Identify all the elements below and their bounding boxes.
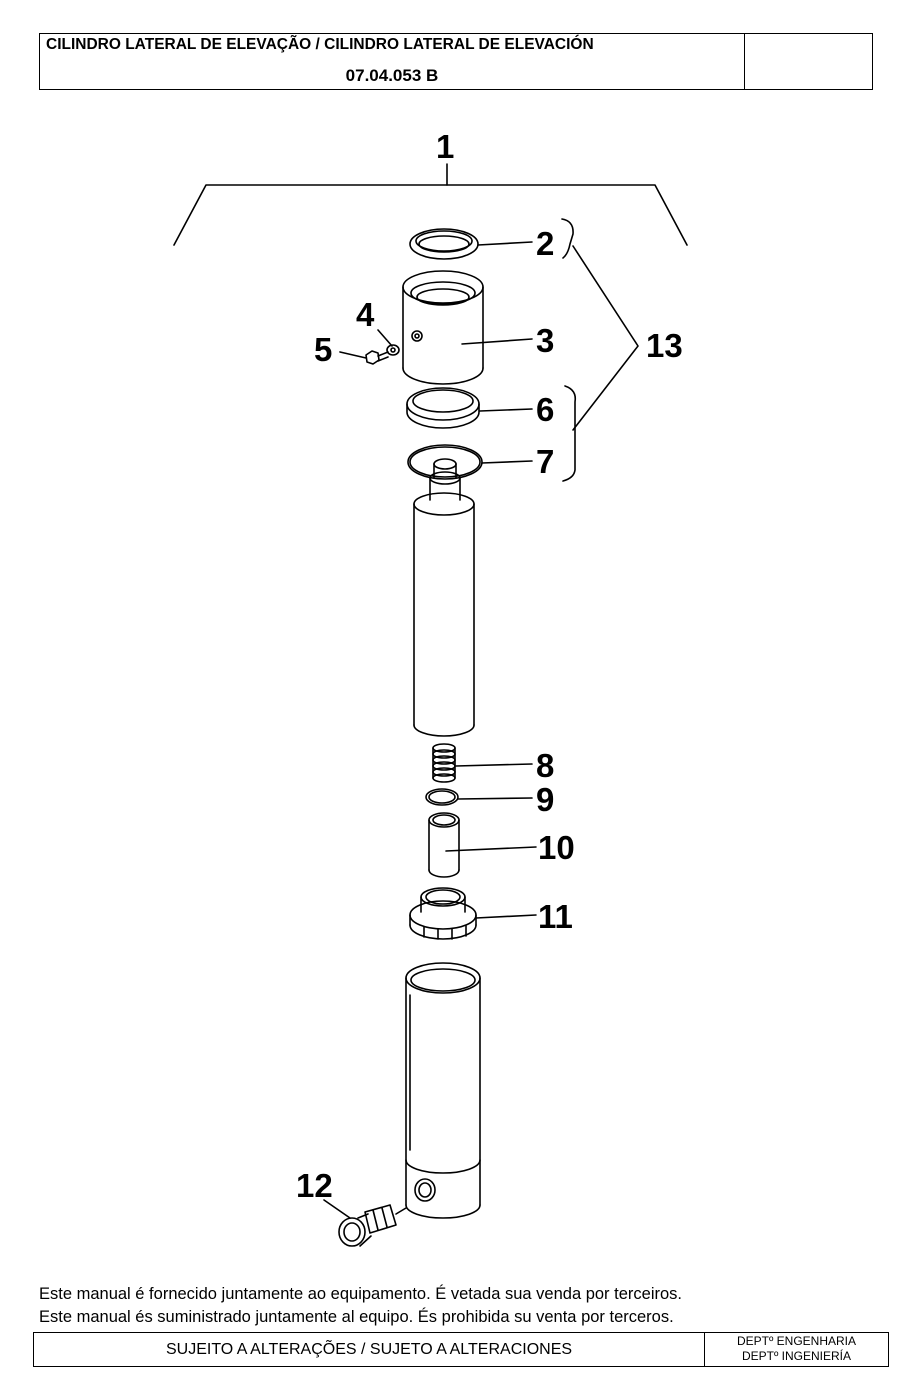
cylinder-barrel [405,962,481,1219]
callout-11: 11 [538,898,573,935]
callout-10: 10 [538,829,575,866]
footer-subject-to-change: SUJEITO A ALTERAÇÕES / SUJETO A ALTERACI… [165,1341,573,1358]
footer-main-cell: SUJEITO A ALTERAÇÕES / SUJETO A ALTERACI… [34,1333,705,1366]
notice-line-portuguese: Este manual é fornecido juntamente ao eq… [39,1285,682,1303]
part-11-lock-nut [409,887,477,940]
part-7-o-ring [407,444,483,480]
part-12-hydraulic-fitting [338,1204,407,1247]
assembly-bracket [173,163,688,246]
part-3-gland-head [402,270,484,385]
title-block-main: CILINDRO LATERAL DE ELEVAÇÃO / CILINDRO … [40,34,745,89]
part-10-sleeve [428,812,460,878]
document-title: CILINDRO LATERAL DE ELEVAÇÃO / CILINDRO … [46,36,594,53]
cylinder-rod [413,458,475,737]
callout-3: 3 [536,322,554,359]
title-block: CILINDRO LATERAL DE ELEVAÇÃO / CILINDRO … [39,33,873,90]
part-8-spring [432,743,456,783]
callout-8: 8 [536,747,554,784]
footer-department-cell: DEPTº ENGENHARIA DEPTº INGENIERÍA [705,1333,888,1367]
callout-12: 12 [296,1167,333,1204]
part-5-bleed-screw [365,350,389,365]
notice-line-spanish: Este manual és suministrado juntamente a… [39,1308,674,1326]
footer-department-es: DEPTº INGENIERÍA [741,1349,852,1363]
callout-4: 4 [356,296,375,333]
exploded-view-drawing: 1 2 3 4 5 6 7 8 9 10 11 12 13 [173,128,688,1247]
callout-6: 6 [536,391,554,428]
part-6-wiper-ring [406,387,480,429]
document-code: 07.04.053 B [345,66,439,85]
callout-7: 7 [536,443,554,480]
callout-leaders [323,218,639,1219]
footer-department-pt: DEPTº ENGENHARIA [736,1334,857,1348]
callout-13: 13 [646,327,683,364]
callout-9: 9 [536,781,554,818]
callout-1: 1 [436,128,454,165]
callout-2: 2 [536,225,554,262]
footer-block: SUJEITO A ALTERAÇÕES / SUJETO A ALTERACI… [33,1332,889,1367]
callout-numbers: 1 2 3 4 5 6 7 8 9 10 11 12 13 [296,128,683,1204]
part-9-small-o-ring [425,788,459,806]
callout-5: 5 [314,331,332,368]
part-4-washer [386,344,400,356]
part-2-seal-ring [409,228,479,260]
